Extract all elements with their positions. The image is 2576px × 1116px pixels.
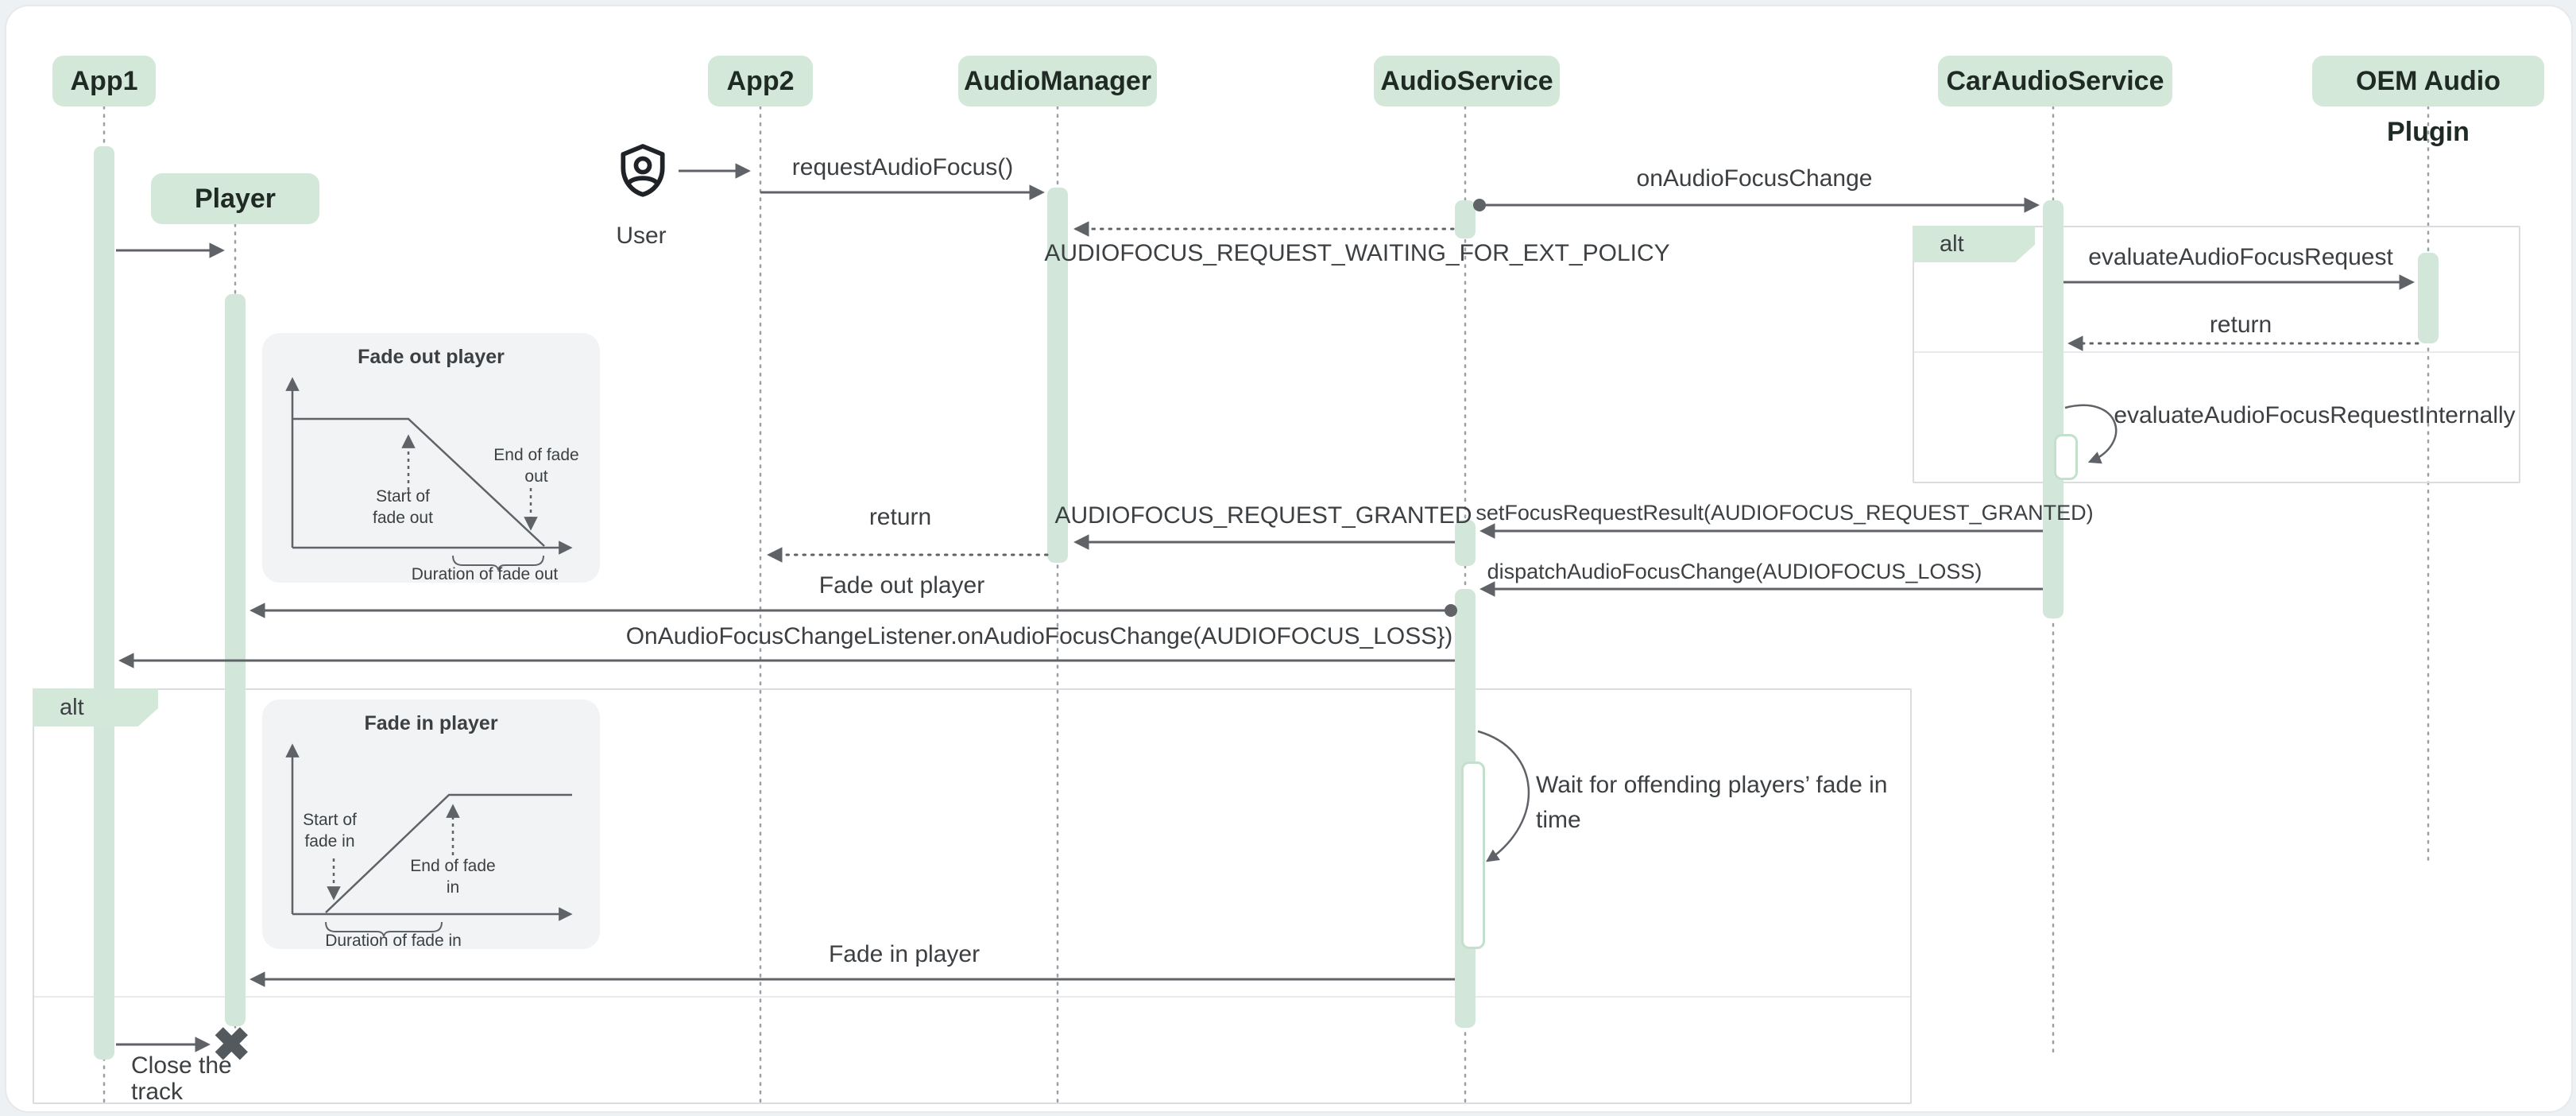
- alt-left-divider: [34, 996, 1910, 998]
- fade-out-end-label: End of fade out: [493, 446, 579, 486]
- label-close-track: Close the track: [131, 1052, 232, 1105]
- alt-right-divider: [1914, 351, 2519, 353]
- activation-caraudioservice: [2043, 200, 2064, 618]
- label-fade-in: Fade in player: [828, 941, 981, 967]
- nested-activation-audioservice: [1461, 761, 1485, 949]
- activation-audioservice-1: [1455, 200, 1476, 238]
- user-label: User: [616, 223, 667, 249]
- participant-audiomanager: AudioManager: [958, 56, 1157, 107]
- label-set-focus-result: setFocusRequestResult(AUDIOFOCUS_REQUEST…: [1476, 501, 2094, 525]
- label-wait-note: Wait for offending players’ fade in time: [1536, 772, 1888, 833]
- sync-dot-fade-out: [1445, 604, 1457, 617]
- activation-oem: [2418, 253, 2439, 343]
- participant-app1: App1: [52, 56, 156, 107]
- label-evaluate-request: evaluateAudioFocusRequest: [2088, 244, 2393, 270]
- fade-in-chart-title: Fade in player: [364, 712, 498, 734]
- activation-audiomanager: [1047, 188, 1068, 563]
- activation-app1: [94, 146, 114, 1060]
- label-on-focus-loss: OnAudioFocusChangeListener.onAudioFocusC…: [625, 623, 1453, 649]
- participant-player: Player: [151, 173, 319, 224]
- fade-out-chart-plot: [285, 377, 573, 571]
- label-fade-out: Fade out player: [818, 572, 985, 599]
- arrow-self-wait: [1477, 730, 1530, 862]
- fade-in-chart-plot: [285, 743, 573, 937]
- activation-audioservice-2: [1455, 520, 1476, 566]
- close-track-x-icon: ✖: [212, 1019, 251, 1071]
- fade-out-start-label: Start of fade out: [373, 487, 433, 527]
- label-evaluate-internally: evaluateAudioFocusRequestInternally: [2114, 402, 2516, 428]
- fade-out-chart-panel: Fade out player Start of fade out End of…: [262, 333, 600, 583]
- label-dispatch-change: dispatchAudioFocusChange(AUDIOFOCUS_LOSS…: [1487, 560, 1982, 583]
- user-icon: [621, 144, 665, 197]
- fade-in-end-label: End of fade in: [410, 857, 496, 897]
- label-waiting-ext-policy: AUDIOFOCUS_REQUEST_WAITING_FOR_EXT_POLIC…: [1044, 240, 1670, 266]
- alt-fragment-right: [1913, 226, 2520, 483]
- nested-activation-caraudioservice: [2054, 434, 2078, 480]
- label-return-app2: return: [868, 504, 932, 530]
- fade-out-duration-label: Duration of fade out: [411, 565, 559, 583]
- participant-oem-audio-plugin: OEM Audio Plugin: [2312, 56, 2544, 147]
- label-return-oem: return: [2209, 312, 2272, 338]
- label-request-audio-focus: requestAudioFocus(): [791, 154, 1014, 180]
- messages-layer: [116, 163, 2419, 1052]
- participant-app2: App2: [708, 56, 813, 107]
- label-request-granted: AUDIOFOCUS_REQUEST_GRANTED: [1054, 502, 1472, 529]
- fade-in-start-label: Start of fade in: [303, 811, 357, 851]
- participant-audioservice: AudioService: [1374, 56, 1560, 107]
- participant-caraudioservice: CarAudioService: [1938, 56, 2172, 107]
- alt-label-left: alt: [33, 688, 158, 727]
- fade-in-duration-label: Duration of fade in: [325, 932, 462, 950]
- diagram-canvas: App1 Player App2 AudioManager AudioServi…: [5, 5, 2573, 1113]
- fade-out-chart-title: Fade out player: [358, 346, 505, 368]
- alt-fragment-left: [33, 688, 1912, 1104]
- label-on-audio-focus-change: onAudioFocusChange: [1636, 165, 1873, 192]
- arrow-self-evaluate-internally: [2064, 404, 2118, 464]
- alt-label-right: alt: [1913, 226, 2035, 262]
- sync-dot-on-audio-focus-change: [1473, 199, 1486, 211]
- fade-in-chart-panel: Fade in player Start of fade in End of f…: [262, 699, 600, 950]
